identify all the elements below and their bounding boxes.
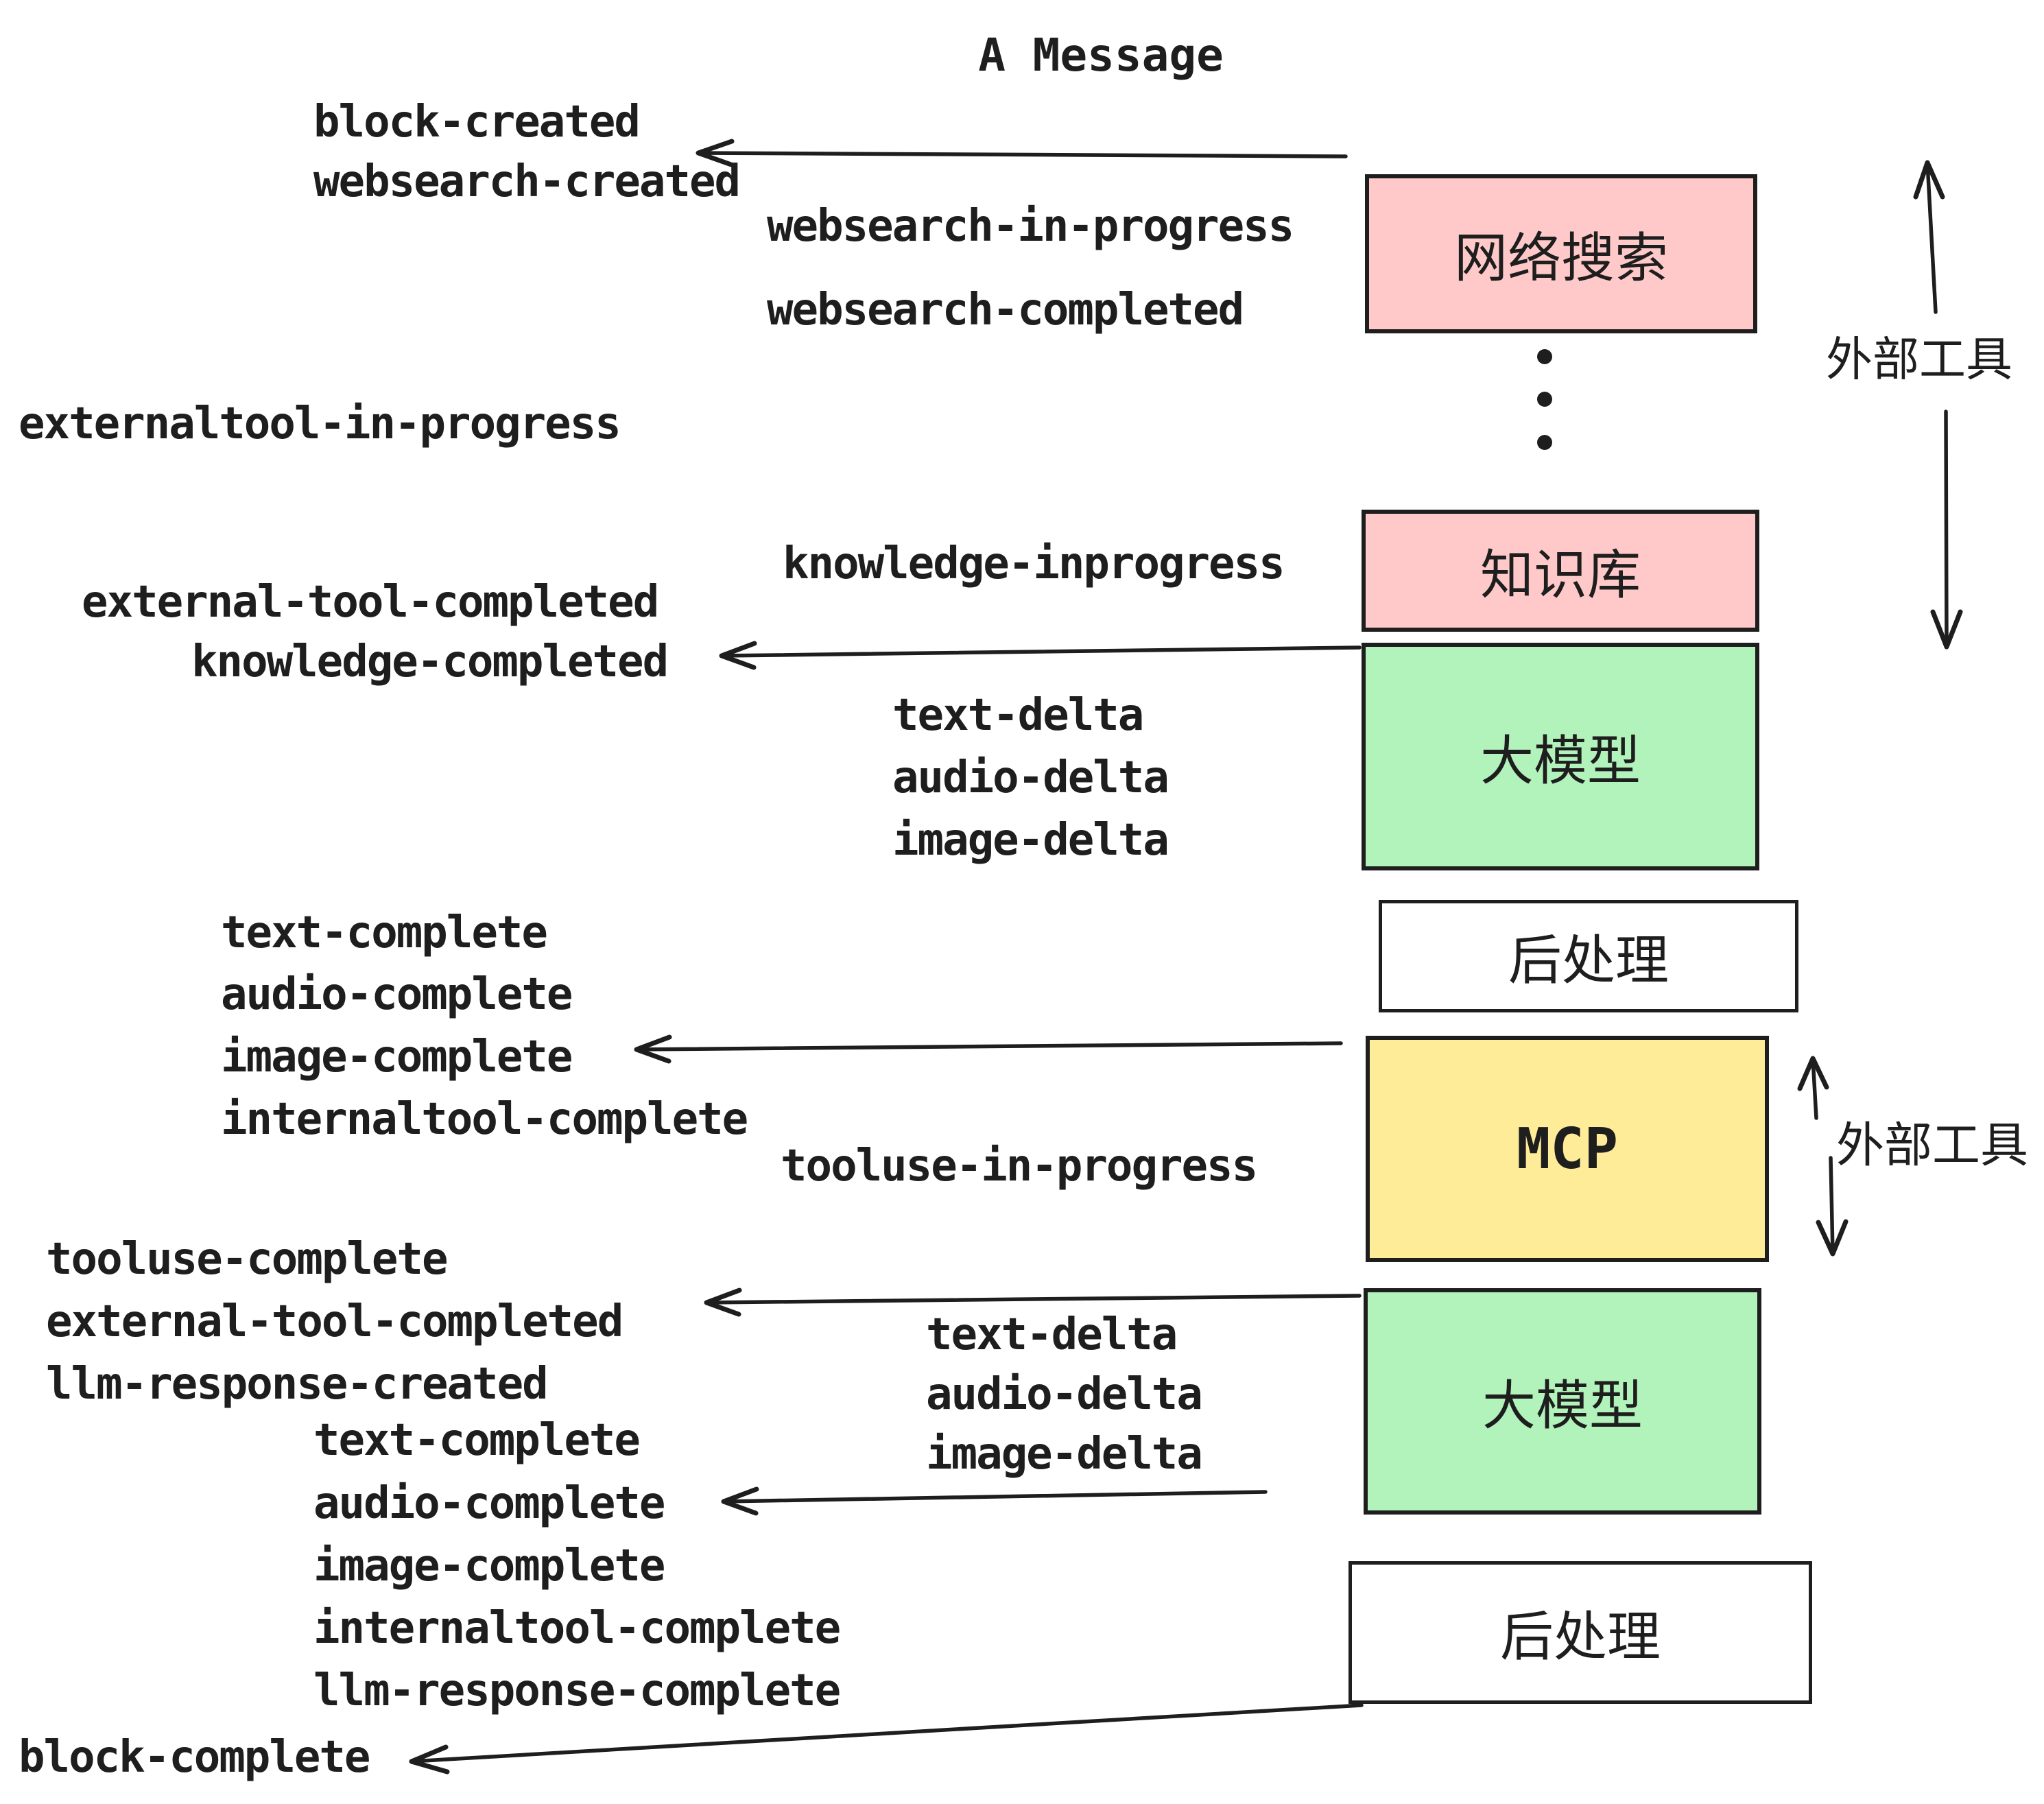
external-tools-mid-down-arrow-line: [1829, 1156, 1835, 1256]
event-label-text-complete-2: text-complete: [313, 1415, 641, 1466]
box-llm-2: 大模型: [1364, 1288, 1761, 1515]
box-postprocess-1-label: 后处理: [1508, 930, 1669, 992]
event-label-tooluse-complete: tooluse-complete: [46, 1234, 448, 1285]
ellipsis-dot-1: [1537, 349, 1552, 364]
event-label-websearch-completed: websearch-completed: [767, 285, 1244, 335]
event-label-internaltool-complete-1: internaltool-complete: [221, 1094, 748, 1145]
box-knowledge: 知识库: [1362, 510, 1759, 632]
external-tools-mid-up-arrow-head: [1797, 1056, 1829, 1091]
box-llm-1: 大模型: [1362, 643, 1759, 870]
event-label-externaltool-in-progress: externaltool-in-progress: [19, 399, 621, 449]
event-label-websearch-in-progress: websearch-in-progress: [767, 201, 1294, 252]
box-websearch-label: 网络搜索: [1453, 228, 1668, 289]
box-postprocess-2: 后处理: [1348, 1561, 1812, 1704]
box-postprocess-1: 后处理: [1379, 900, 1798, 1012]
ellipsis-dot-3: [1537, 435, 1552, 450]
box-mcp: MCP: [1366, 1036, 1769, 1262]
box-llm-1-label: 大模型: [1479, 731, 1641, 792]
event-label-knowledge-completed: knowledge-completed: [191, 637, 669, 687]
label-external-tools-top: 外部工具: [1826, 333, 2013, 388]
external-tools-top-down-arrow-head: [1930, 609, 1963, 650]
event-label-external-tool-completed-2: external-tool-completed: [46, 1296, 623, 1347]
event-label-websearch-created: websearch-created: [313, 156, 741, 207]
external-tools-top-up-arrow-head: [1913, 160, 1945, 200]
label-external-tools-mid: 外部工具: [1836, 1117, 2028, 1174]
arrow-websearch-created-line: [696, 151, 1348, 158]
external-tools-top-up-arrow-line: [1925, 161, 1938, 314]
box-postprocess-2-label: 后处理: [1499, 1606, 1661, 1668]
event-label-audio-complete-2: audio-complete: [313, 1478, 665, 1529]
event-label-audio-complete-1: audio-complete: [221, 969, 573, 1020]
event-label-image-complete-1: image-complete: [221, 1032, 573, 1082]
arrow-external-tool-completed-line: [704, 1294, 1362, 1305]
event-label-llm-response-created: llm-response-created: [46, 1359, 549, 1410]
arrow-image-complete-head: [634, 1034, 672, 1064]
event-label-image-delta-1: image-delta: [892, 815, 1169, 866]
event-label-audio-delta-2: audio-delta: [926, 1369, 1203, 1420]
box-knowledge-label: 知识库: [1479, 545, 1641, 606]
event-label-image-delta-2: image-delta: [926, 1429, 1203, 1480]
page-title: A Message: [978, 29, 1224, 82]
arrow-knowledge-completed-line: [720, 645, 1362, 658]
arrow-block-complete-line: [409, 1703, 1364, 1764]
arrow-audio-complete-head: [721, 1486, 759, 1516]
event-label-text-delta-2: text-delta: [926, 1309, 1178, 1360]
event-label-image-complete-2: image-complete: [313, 1541, 665, 1591]
arrow-knowledge-completed-head: [719, 641, 757, 670]
event-label-block-complete: block-complete: [19, 1732, 370, 1783]
event-label-external-tool-completed-1: external-tool-completed: [82, 577, 659, 628]
event-label-text-complete-1: text-complete: [221, 907, 548, 958]
external-tools-mid-down-arrow-head: [1816, 1219, 1849, 1257]
arrow-external-tool-completed-head: [704, 1287, 742, 1317]
arrow-audio-complete-line: [722, 1490, 1268, 1504]
event-label-audio-delta-1: audio-delta: [892, 752, 1169, 803]
event-label-text-delta-1: text-delta: [892, 690, 1144, 741]
event-label-knowledge-inprogress: knowledge-inprogress: [783, 538, 1285, 589]
event-label-block-created: block-created: [313, 97, 641, 147]
external-tools-top-down-arrow-line: [1944, 410, 1949, 649]
ellipsis-dot-2: [1537, 392, 1552, 407]
box-llm-2-label: 大模型: [1482, 1375, 1643, 1437]
arrow-websearch-created-head: [696, 139, 735, 167]
event-label-tooluse-in-progress: tooluse-in-progress: [781, 1141, 1258, 1191]
event-label-llm-response-complete: llm-response-complete: [313, 1665, 841, 1716]
box-websearch: 网络搜索: [1365, 174, 1757, 333]
event-label-internaltool-complete-2: internaltool-complete: [313, 1603, 841, 1654]
box-mcp-label: MCP: [1516, 1116, 1619, 1182]
arrow-image-complete-line: [634, 1041, 1343, 1052]
external-tools-mid-up-arrow-line: [1811, 1056, 1818, 1120]
arrow-block-complete-head: [409, 1744, 450, 1775]
